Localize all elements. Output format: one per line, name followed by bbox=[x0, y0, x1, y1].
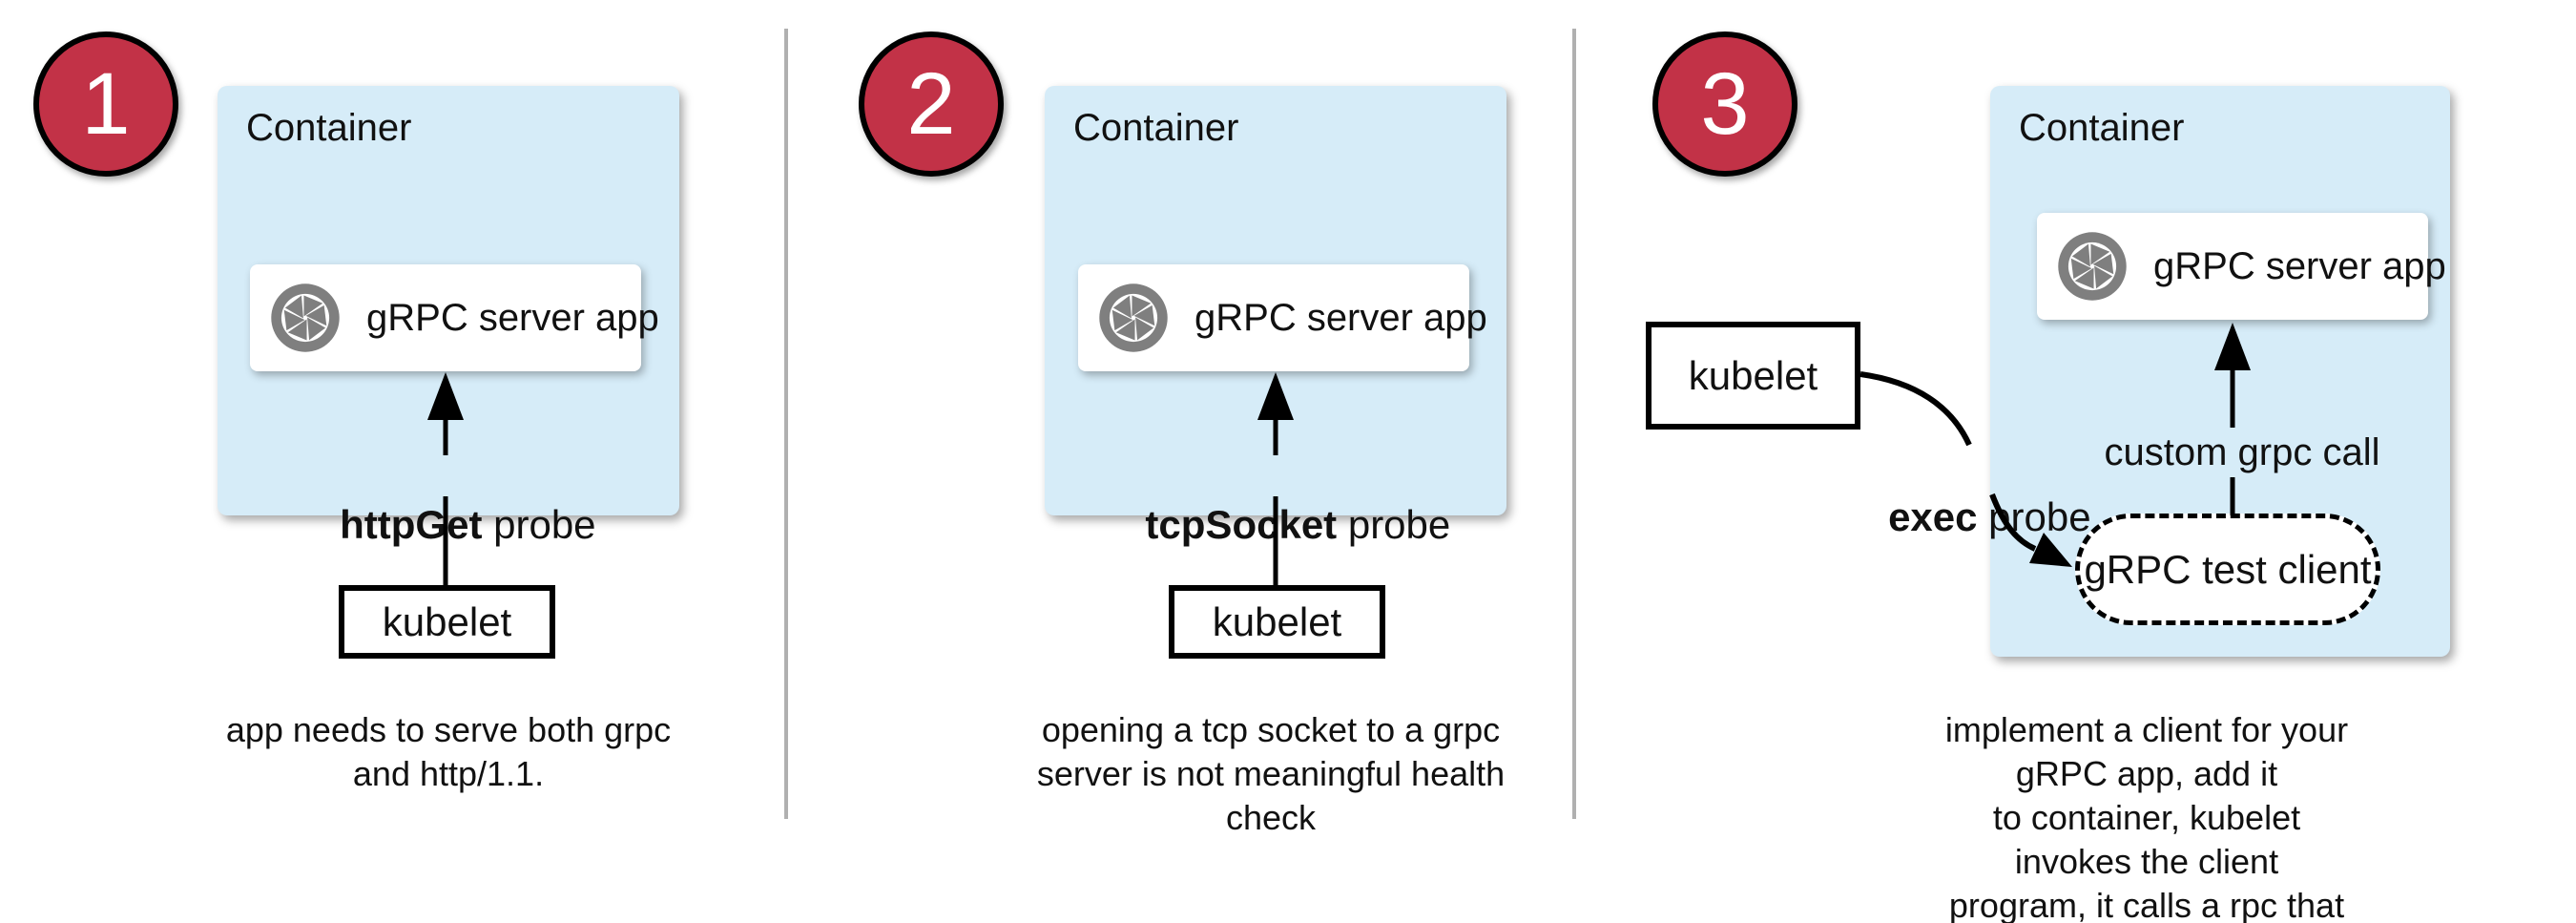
grpc-server-app-label: gRPC server app bbox=[366, 296, 659, 339]
probe-rest: probe bbox=[482, 502, 596, 547]
grpc-server-app-box-3: gRPC server app bbox=[2037, 213, 2446, 320]
caption-2: opening a tcp socket to a grpc server is… bbox=[1036, 710, 1506, 837]
caption-1: app needs to serve both grpc and http/1.… bbox=[225, 710, 672, 793]
probe-keyword: tcpSocket bbox=[1145, 502, 1338, 547]
step-badge-1: 1 bbox=[33, 31, 178, 177]
kubelet-label: kubelet bbox=[382, 598, 512, 644]
divider-line-1 bbox=[784, 29, 788, 819]
aperture-icon bbox=[1099, 283, 1168, 352]
aperture-icon bbox=[2058, 232, 2127, 301]
caption-3: implement a client for your gRPC app, ad… bbox=[1944, 710, 2349, 923]
grpc-test-client-label: gRPC test client bbox=[2084, 546, 2372, 592]
aperture-icon bbox=[271, 283, 340, 352]
kubelet-label: kubelet bbox=[1212, 598, 1342, 644]
step-badge-3: 3 bbox=[1652, 31, 1797, 177]
custom-grpc-call-label: custom grpc call bbox=[2104, 431, 2380, 473]
step-number: 2 bbox=[906, 55, 956, 153]
probe-rest: probe bbox=[1337, 502, 1451, 547]
kubelet-box-2: kubelet bbox=[1169, 585, 1385, 659]
probe-rest: probe bbox=[1977, 494, 2091, 539]
kubelet-label: kubelet bbox=[1688, 352, 1818, 398]
probe-label-3: exec probe bbox=[1843, 449, 2091, 586]
grpc-server-app-label: gRPC server app bbox=[2153, 244, 2446, 287]
grpc-server-app-box-1: gRPC server app bbox=[250, 264, 659, 371]
probe-keyword: httpGet bbox=[340, 502, 483, 547]
probe-label-1: httpGet probe bbox=[295, 456, 595, 594]
kubelet-box-3: kubelet bbox=[1646, 322, 1860, 430]
probe-keyword: exec bbox=[1888, 494, 1978, 539]
grpc-server-app-label: gRPC server app bbox=[1195, 296, 1487, 339]
container-label-1: Container bbox=[246, 107, 412, 149]
divider-line-2 bbox=[1572, 29, 1576, 819]
probe-label-2: tcpSocket probe bbox=[1101, 456, 1451, 594]
step-badge-2: 2 bbox=[859, 31, 1004, 177]
grpc-test-client-box: gRPC test client bbox=[2075, 514, 2380, 625]
step-number: 3 bbox=[1700, 55, 1750, 153]
container-label-2: Container bbox=[1073, 107, 1239, 149]
step-number: 1 bbox=[81, 55, 131, 153]
kubelet-box-1: kubelet bbox=[339, 585, 555, 659]
container-label-3: Container bbox=[2019, 107, 2185, 149]
grpc-server-app-box-2: gRPC server app bbox=[1078, 264, 1487, 371]
